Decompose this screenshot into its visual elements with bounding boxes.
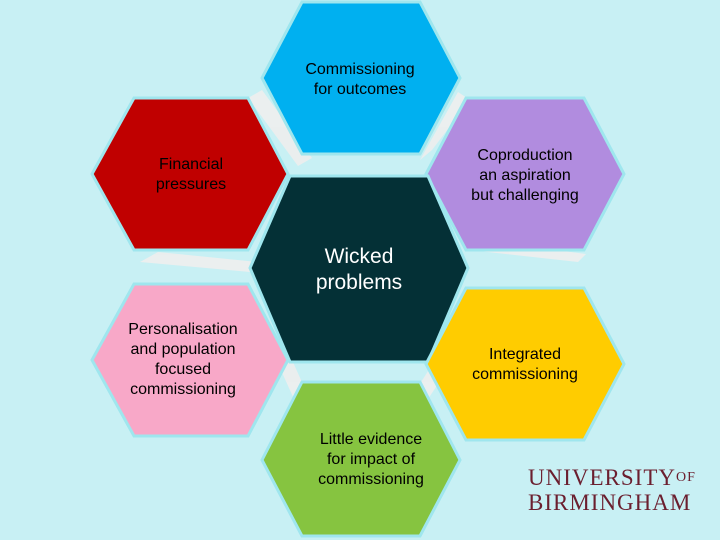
- hexagon-center: [248, 174, 470, 364]
- hexagon-bottom-left-label-line4: commissioning: [130, 381, 236, 398]
- hexagon-bottom-label-line2: for impact of: [326, 451, 416, 468]
- university-logo-line2: BIRMINGHAM: [528, 490, 692, 515]
- connector-top-left: [248, 90, 312, 166]
- hexagon-top-right: [424, 96, 626, 252]
- hexagon-center-label-line2: problems: [315, 271, 403, 294]
- university-logo: UNIVERSITYOF BIRMINGHAM: [528, 466, 696, 516]
- hexagon-bottom-left: [90, 282, 290, 438]
- hexagon-bottom: [260, 380, 462, 538]
- hexagon-top-label: Commissioning for outcomes: [290, 60, 430, 100]
- hexagon-top-right-label-line3: but challenging: [471, 187, 579, 204]
- hexagon-top-label-line2: for outcomes: [313, 81, 407, 98]
- hexagon-bottom-right-label: Integrated commissioning: [455, 345, 595, 385]
- hexagon-bottom-label-line3: commissioning: [318, 471, 424, 488]
- connector-left: [140, 252, 258, 272]
- hexagon-top: [260, 0, 462, 156]
- hexagon-top-right-label: Coproduction an aspiration but challengi…: [455, 146, 595, 206]
- hexagon-bottom-label: Little evidence for impact of commission…: [296, 430, 446, 490]
- hexagon-center-label: Wicked problems: [294, 244, 424, 296]
- hexagon-bottom-left-label: Personalisation and population focused c…: [108, 320, 258, 400]
- university-logo-line1: UNIVERSITYOF: [528, 466, 696, 490]
- hexagon-bottom-right-label-line2: commissioning: [472, 366, 578, 383]
- hexagon-bottom-left-label-line1: Personalisation: [128, 321, 238, 338]
- hexagon-bottom-left-label-line2: and population: [130, 341, 236, 358]
- hexagon-top-right-label-line2: an aspiration: [479, 167, 571, 184]
- hexagon-bottom-label-line1: Little evidence: [319, 431, 423, 448]
- hexagon-top-left-label: Financial pressures: [126, 155, 256, 195]
- hexagon-top-right-label-line1: Coproduction: [477, 147, 573, 164]
- connector-top-right: [420, 92, 470, 160]
- hexagon-top-left-label-line2: pressures: [155, 176, 227, 193]
- hexagon-center-label-line1: Wicked: [324, 245, 394, 268]
- hexagon-bottom-left-label-line3: focused: [154, 361, 212, 378]
- university-logo-of: OF: [676, 470, 696, 485]
- hexagon-bottom-right: [424, 286, 626, 442]
- hexagon-bottom-right-label-line1: Integrated: [488, 346, 562, 363]
- hexagon-top-left: [90, 96, 290, 252]
- university-logo-university: UNIVERSITY: [528, 465, 676, 490]
- hexagon-top-label-line1: Commissioning: [305, 61, 415, 78]
- hexagon-top-left-label-line1: Financial: [158, 156, 224, 173]
